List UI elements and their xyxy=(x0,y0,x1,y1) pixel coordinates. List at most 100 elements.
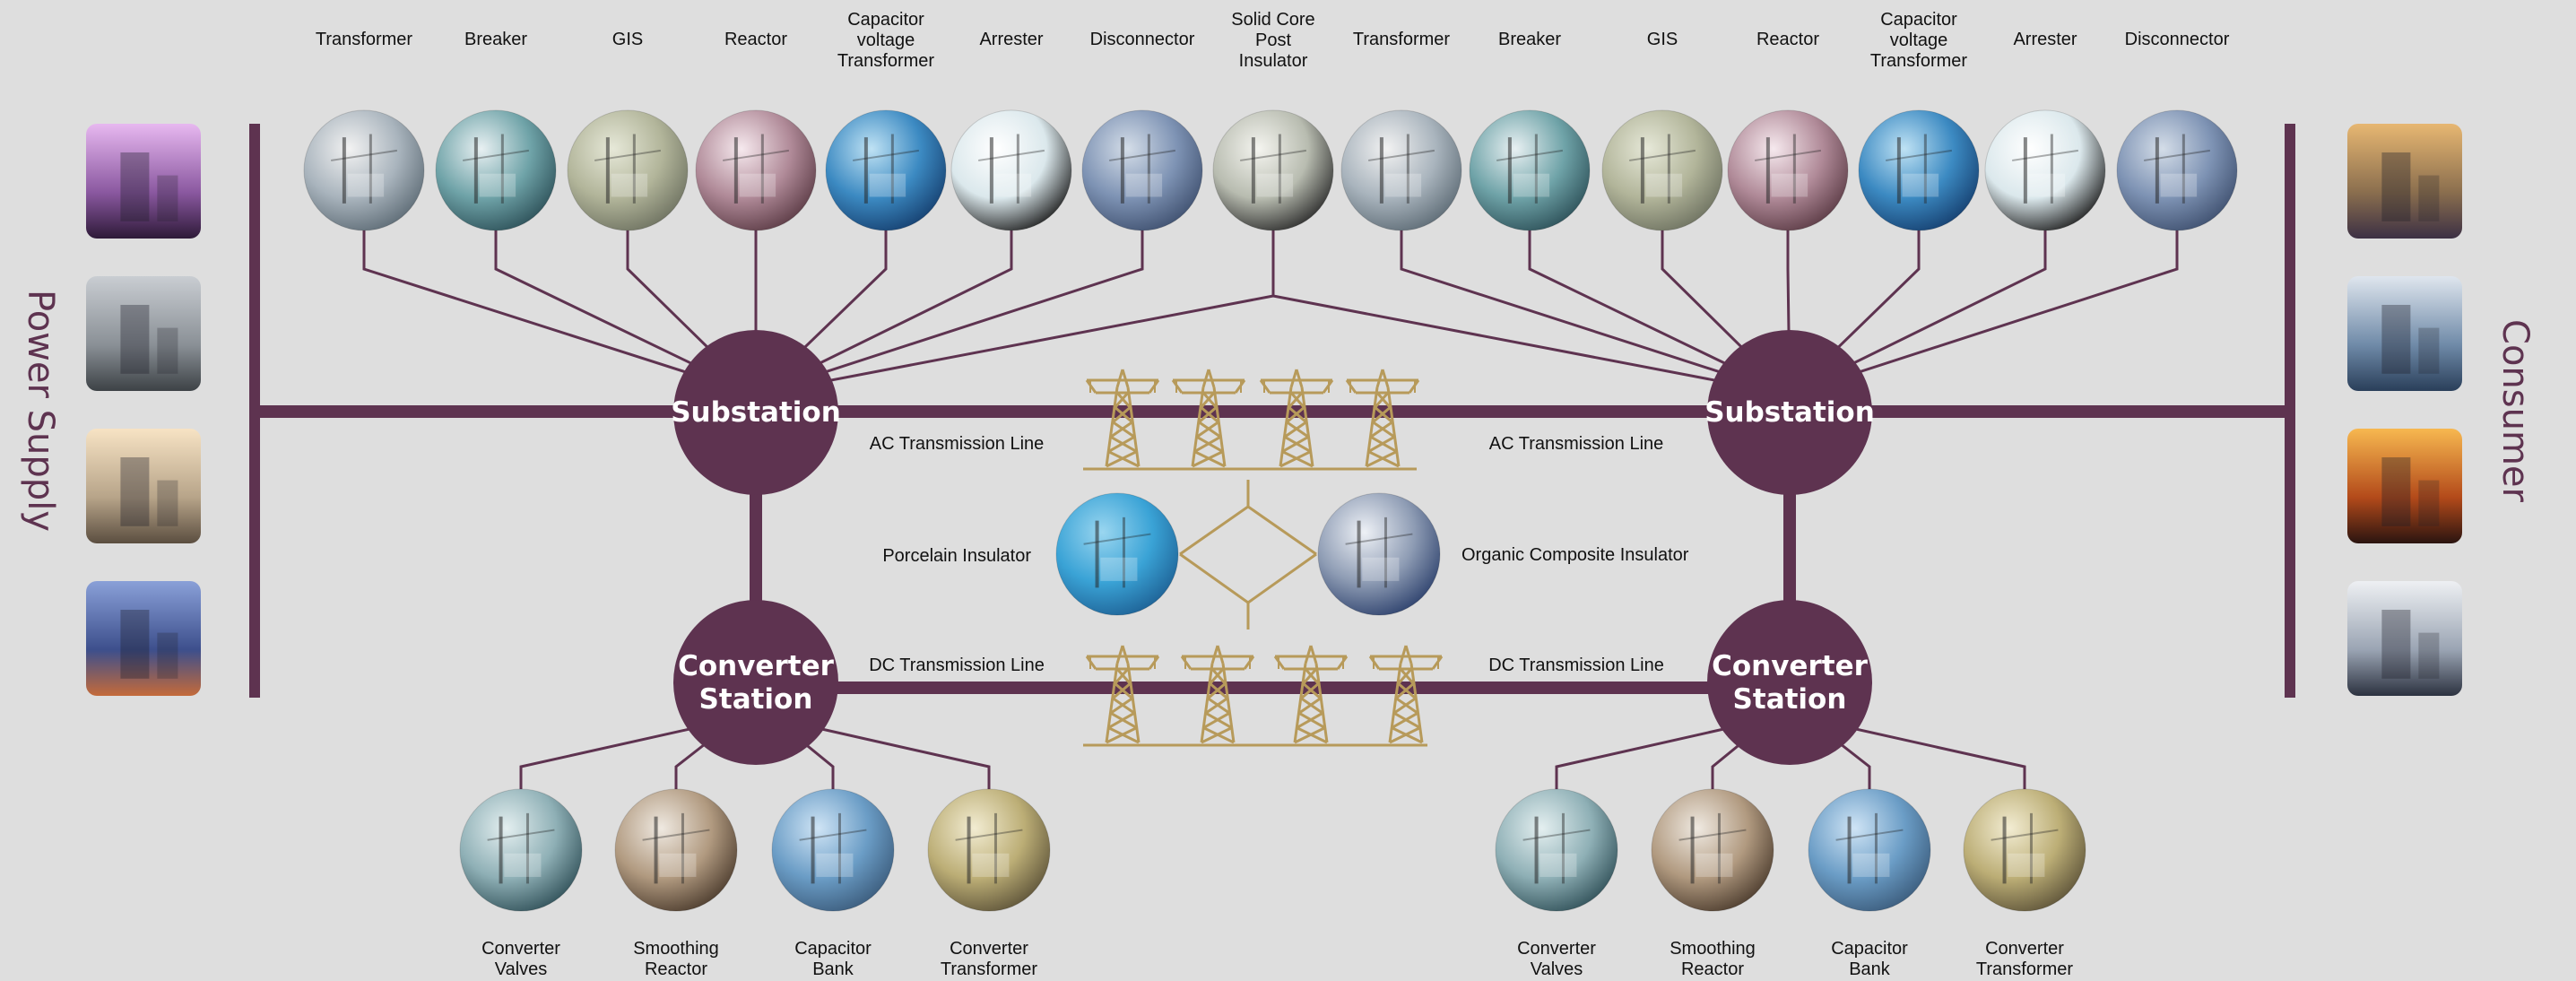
bottom-component-label: Transformer xyxy=(1976,959,2074,979)
connector-line xyxy=(1272,294,1791,396)
bottom-component-label: Converter xyxy=(1517,939,1596,959)
ac-tower xyxy=(1345,369,1420,468)
top-component-label: Post xyxy=(1255,30,1291,50)
bottom-component-label: Valves xyxy=(495,959,548,979)
transformer-photo xyxy=(303,109,425,231)
bottom-component-label: Reactor xyxy=(645,959,707,979)
capbank-photo xyxy=(1808,788,1931,912)
top-component-label: Transformer xyxy=(1353,30,1451,49)
smoothing-photo xyxy=(614,788,738,912)
steel-furnace-image xyxy=(2347,429,2462,543)
smoothing-photo xyxy=(1651,788,1774,912)
gis-photo xyxy=(567,109,689,231)
reactor-photo xyxy=(695,109,817,231)
bottom-component-label: Valves xyxy=(1531,959,1583,979)
valves-photo xyxy=(1495,788,1618,912)
transmission-towers xyxy=(1083,369,1444,747)
porcelain-insulator-label: Porcelain Insulator xyxy=(882,546,1031,566)
ac-tower xyxy=(1085,369,1160,468)
top-component-label: Transformer xyxy=(1870,51,1968,71)
connector-line xyxy=(1528,230,1791,396)
power-supply-label: Power Supply xyxy=(20,290,61,532)
substation-left-hub xyxy=(673,330,838,495)
organic-insulator-photo xyxy=(1317,492,1441,616)
connector-line xyxy=(1789,230,2179,396)
top-component-label: Disconnector xyxy=(2125,30,2230,49)
top-component-label: Arrester xyxy=(2013,30,2077,49)
office-tower-image xyxy=(2347,124,2462,239)
dc-tower xyxy=(1085,645,1160,744)
bottom-component-label: Capacitor xyxy=(1831,939,1908,959)
dc-tower xyxy=(1273,645,1349,744)
consumer-label: Consumer xyxy=(2494,319,2536,503)
bottom-component-label: Reactor xyxy=(1681,959,1744,979)
dc-bus-line xyxy=(756,681,1790,694)
converter-station-left-label-line2: Station xyxy=(699,683,813,716)
hydro-dam-image xyxy=(86,581,201,696)
disconnector-photo xyxy=(1081,109,1203,231)
connector-line xyxy=(1789,230,2047,396)
connector-line xyxy=(362,230,757,396)
bottom-component-label: Capacitor xyxy=(794,939,872,959)
convtrans-photo xyxy=(1963,788,2086,912)
breaker-photo xyxy=(435,109,557,231)
ac-tower xyxy=(1259,369,1334,468)
breaker-photo xyxy=(1469,109,1591,231)
top-component-label: Transformer xyxy=(316,30,413,49)
converter-station-left-hub xyxy=(673,600,838,765)
insulator-link-line xyxy=(1179,480,1250,556)
converter-station-right-label-line2: Station xyxy=(1733,683,1847,716)
cvt-photo xyxy=(1858,109,1980,231)
top-component-label: Breaker xyxy=(464,30,527,49)
substation-image xyxy=(86,276,201,391)
insulator-link-line xyxy=(1247,552,1317,604)
capbank-photo xyxy=(771,788,895,912)
ac-line-label-left: AC Transmission Line xyxy=(870,434,1045,454)
satellite-dish-image xyxy=(2347,581,2462,696)
connector-line xyxy=(519,716,739,789)
component-photos xyxy=(86,109,2462,912)
top-component-label: Breaker xyxy=(1498,30,1561,49)
top-component-label: GIS xyxy=(612,30,643,49)
organic-insulator-label: Organic Composite Insulator xyxy=(1461,545,1689,565)
porcelain-insulator-photo xyxy=(1055,492,1179,616)
substation-right-hub xyxy=(1707,330,1872,495)
connector-lines xyxy=(362,230,2179,789)
top-component-label: Reactor xyxy=(1756,30,1819,49)
bottom-component-label: Smoothing xyxy=(633,939,719,959)
top-component-label: Capacitor xyxy=(1880,10,1957,30)
dc-tower xyxy=(1368,645,1444,744)
bottom-component-label: Converter xyxy=(950,939,1028,959)
top-component-label: voltage xyxy=(1890,30,1948,50)
ac-bus-line xyxy=(255,405,2290,418)
train-image xyxy=(2347,276,2462,391)
top-component-label: voltage xyxy=(857,30,915,50)
top-component-label: Arrester xyxy=(979,30,1043,49)
convtrans-photo xyxy=(927,788,1051,912)
cvt-photo xyxy=(825,109,947,231)
connector-line xyxy=(773,716,991,789)
connector-line xyxy=(1807,716,2026,789)
connector-line xyxy=(755,294,1274,396)
bottom-component-label: Converter xyxy=(481,939,560,959)
connector-line xyxy=(1400,230,1791,396)
bottom-component-label: Bank xyxy=(812,959,854,979)
bottom-component-label: Bank xyxy=(1849,959,1891,979)
connector-line xyxy=(494,230,757,396)
substation-right-label: Substation xyxy=(1704,396,1875,429)
reactor-photo xyxy=(1727,109,1849,231)
insulator-link-line xyxy=(1179,552,1250,629)
post-photo xyxy=(1212,109,1334,231)
top-component-label: GIS xyxy=(1647,30,1678,49)
top-component-label: Transformer xyxy=(837,51,935,71)
connector-line xyxy=(755,230,1144,396)
insulator-link-line xyxy=(1247,505,1317,556)
gis-photo xyxy=(1601,109,1723,231)
converter-station-left-label-line1: Converter xyxy=(678,650,834,682)
transformer-photo xyxy=(1340,109,1462,231)
bottom-component-label: Transformer xyxy=(941,959,1038,979)
dc-line-label-right: DC Transmission Line xyxy=(1488,655,1664,675)
